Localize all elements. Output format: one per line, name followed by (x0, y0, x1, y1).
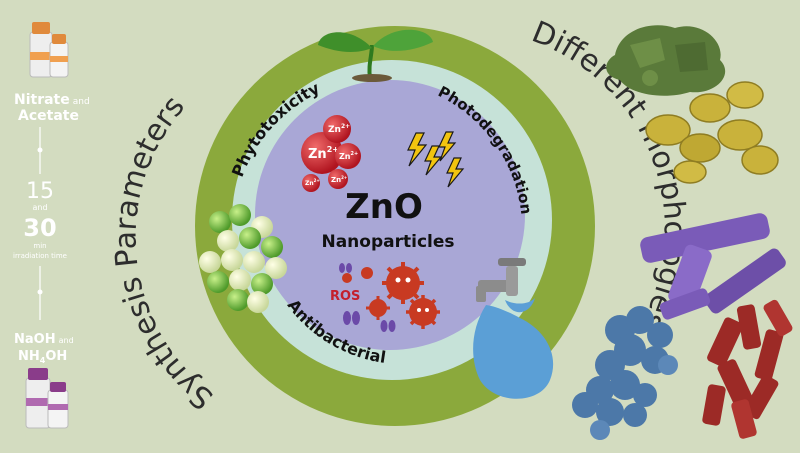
ros-label: ROS (330, 289, 360, 304)
electron-pairs (339, 263, 396, 332)
acetate-label: Acetate (18, 108, 79, 124)
water-faucet-icon (473, 258, 554, 399)
morphology-yellow (645, 81, 779, 184)
zn-ion: Zn2+ (301, 132, 343, 174)
morphology-red (702, 299, 793, 439)
zno-title: ZnO (345, 187, 423, 227)
svg-text:Zn2+: Zn2+ (339, 151, 358, 161)
ros-virus-icon (342, 267, 373, 283)
morphology-green (606, 25, 726, 96)
lightning-icon (407, 131, 465, 188)
sidebar-node (37, 147, 43, 153)
ros-virus-icon (406, 295, 440, 329)
sidebar-node (37, 289, 43, 295)
zn-ion: Zn2+ (323, 115, 351, 143)
morphology-purple (640, 213, 786, 320)
time-30-value: 30 (23, 214, 56, 242)
time-and: and (32, 203, 47, 212)
chemical-vials-icon (29, 22, 69, 78)
svg-text:Zn2+: Zn2+ (305, 178, 320, 187)
ros-cluster: ROS (330, 262, 440, 332)
nh4oh-label: NH4OH (18, 349, 67, 365)
svg-text:Zn2+: Zn2+ (308, 145, 339, 162)
time-15-value: 15 (26, 179, 54, 204)
zn-ion: Zn2+ (302, 174, 320, 192)
time-unit: min (33, 242, 46, 250)
zn-ion: Zn2+ (335, 143, 361, 169)
ros-virus-icon (366, 296, 390, 320)
zn-ion: Zn2+ (328, 169, 348, 189)
ros-virus-icon (382, 262, 424, 304)
nanoparticles-subtitle: Nanoparticles (321, 232, 454, 252)
svg-text:Zn2+: Zn2+ (331, 175, 347, 184)
morphology-blue (572, 306, 678, 440)
zn-ions: Zn2+ Zn2+ Zn2+ Zn2+ Zn2+ (301, 115, 361, 192)
chemical-vials-icon (25, 368, 69, 429)
svg-text:Zn2+: Zn2+ (328, 123, 350, 135)
seedling-icon (318, 29, 433, 82)
irradiation-time-caption: irradiation time (13, 252, 67, 260)
nanoparticle-spheres-icon (199, 204, 287, 313)
